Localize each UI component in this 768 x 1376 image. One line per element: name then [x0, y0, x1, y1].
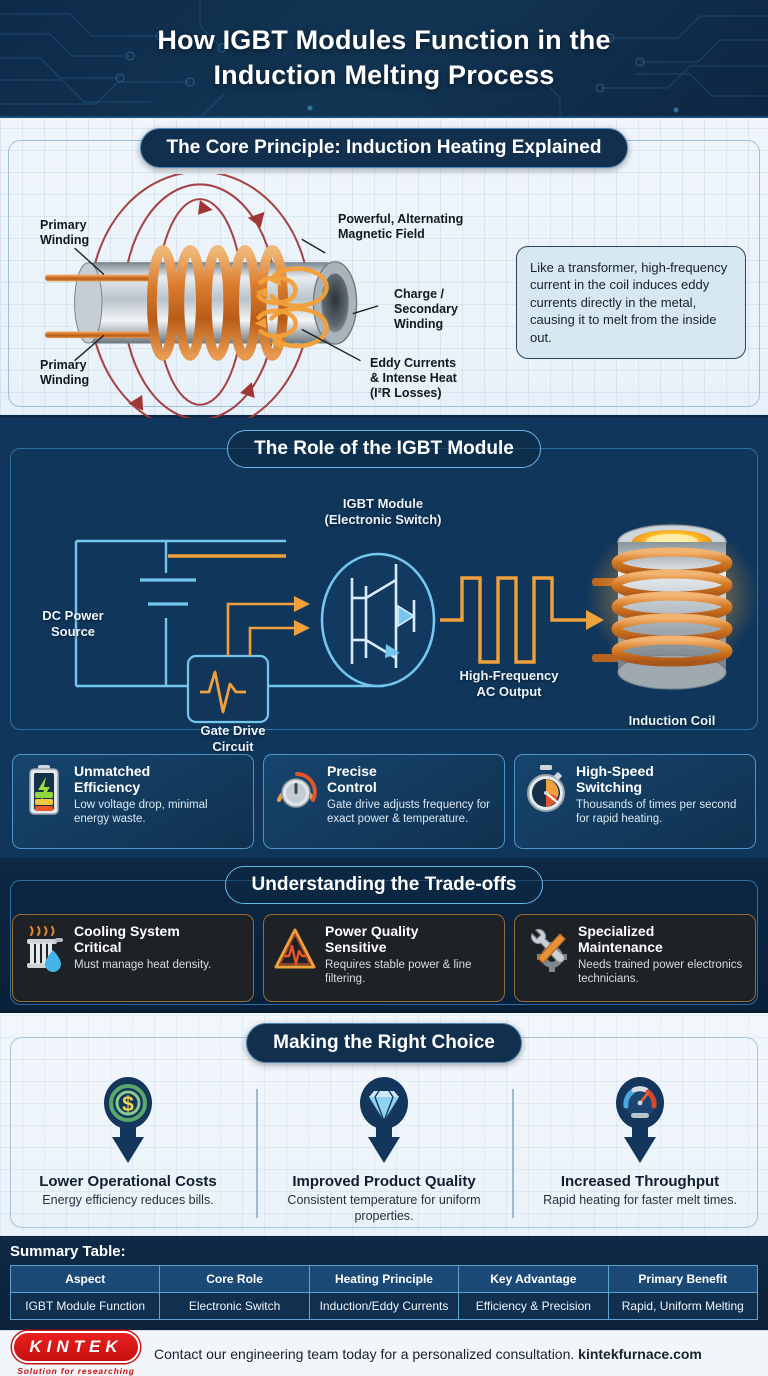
section3-banner: Understanding the Trade-offs — [224, 866, 544, 905]
table-header-cell: Aspect — [9, 1265, 161, 1293]
table-cell: Induction/Eddy Currents — [308, 1292, 460, 1320]
diamond-pin-icon — [264, 1075, 504, 1171]
summary-table: Aspect Core Role Heating Principle Key A… — [9, 1265, 759, 1320]
section-tradeoffs: Understanding the Trade-offs — [0, 858, 768, 1014]
logo-tagline: Solution for researching — [17, 1366, 135, 1376]
radiator-icon — [22, 924, 66, 974]
tradeoff-desc: Needs trained power electronics technici… — [578, 958, 743, 985]
logo-badge: KINTEK — [12, 1331, 140, 1363]
section4-banner: Making the Right Choice — [246, 1023, 522, 1064]
table-cell: Rapid, Uniform Melting — [607, 1292, 759, 1320]
choice-title: Improved Product Quality — [292, 1173, 476, 1191]
label-igbt-module: IGBT Module(Electronic Switch) — [324, 496, 442, 527]
table-header-row: Aspect Core Role Heating Principle Key A… — [9, 1265, 759, 1293]
section-igbt-role: The Role of the IGBT Module — [0, 418, 768, 859]
choice-title: Lower Operational Costs — [39, 1173, 217, 1191]
table-header-cell: Key Advantage — [458, 1265, 609, 1293]
choice-desc: Energy efficiency reduces bills. — [42, 1193, 214, 1208]
table-header-cell: Core Role — [159, 1265, 310, 1293]
tradeoff-desc: Requires stable power & line filtering. — [325, 958, 472, 985]
kintek-logo[interactable]: KINTEK Solution for researching — [12, 1331, 140, 1376]
transformer-callout: Like a transformer, high-frequency curre… — [516, 246, 746, 360]
igbt-circuit-illustration — [74, 520, 758, 724]
induction-heating-illustration — [45, 174, 379, 425]
choice-product-quality[interactable]: Improved Product Quality Consistent temp… — [256, 1075, 512, 1224]
section-summary-table: Summary Table: Aspect Core Role Heating … — [0, 1236, 768, 1330]
section-core-principle: The Core Principle: Induction Heating Ex… — [0, 118, 768, 425]
page-title-line1: How IGBT Modules Function in the — [157, 25, 611, 56]
benefit-desc: Low voltage drop, minimal energy waste. — [74, 798, 208, 825]
choice-list: $ Lower Operational Costs Energy efficie… — [0, 1075, 768, 1224]
section2-banner: The Role of the IGBT Module — [227, 430, 541, 469]
label-eddy-currents: Eddy Currents& Intense Heat(I²R Losses) — [370, 356, 457, 400]
page-footer: KINTEK Solution for researching Contact … — [0, 1330, 768, 1376]
page-title-line2: Induction Melting Process — [213, 60, 555, 91]
choice-title: Increased Throughput — [560, 1173, 720, 1191]
stopwatch-icon — [524, 764, 568, 816]
page-title: How IGBT Modules Function in the Inducti… — [127, 23, 640, 92]
tradeoff-desc: Must manage heat density. — [74, 958, 212, 971]
page-header: How IGBT Modules Function in the Inducti… — [0, 0, 768, 119]
choice-lower-costs[interactable]: $ Lower Operational Costs Energy efficie… — [0, 1075, 256, 1224]
battery-icon — [22, 764, 66, 816]
circuit-pattern-icon — [0, 0, 768, 117]
warning-triangle-icon — [273, 924, 317, 974]
footer-cta-text: Contact our engineering team today for a… — [154, 1345, 579, 1362]
table-cell: IGBT Module Function — [9, 1292, 161, 1320]
footer-cta: Contact our engineering team today for a… — [154, 1346, 702, 1362]
section1-banner: The Core Principle: Induction Heating Ex… — [139, 128, 629, 169]
label-induction-coil: Induction Coil — [628, 713, 716, 729]
dollar-pin-icon: $ — [8, 1075, 248, 1171]
control-knob-icon — [273, 764, 319, 816]
svg-text:$: $ — [122, 1093, 134, 1116]
choice-throughput[interactable]: Increased Throughput Rapid heating for f… — [512, 1075, 768, 1224]
benefit-desc: Gate drive adjusts frequency for exact p… — [327, 798, 490, 825]
summary-table-caption: Summary Table: — [10, 1243, 126, 1260]
table-row: IGBT Module Function Electronic Switch I… — [9, 1292, 759, 1320]
logo-name: KINTEK — [29, 1337, 123, 1356]
section-right-choice: Making the Right Choice $ Lower Operatio… — [0, 1013, 768, 1236]
table-cell: Efficiency & Precision — [458, 1292, 609, 1320]
table-header-cell: Primary Benefit — [607, 1265, 759, 1293]
choice-desc: Consistent temperature for uniform prope… — [287, 1193, 481, 1223]
choice-desc: Rapid heating for faster melt times. — [543, 1193, 737, 1208]
gauge-pin-icon — [520, 1075, 760, 1171]
wrench-gear-icon — [524, 924, 570, 974]
footer-website[interactable]: kintekfurnace.com — [578, 1345, 702, 1362]
benefit-desc: Thousands of times per second for rapid … — [576, 798, 737, 825]
table-header-cell: Heating Principle — [308, 1265, 460, 1293]
table-cell: Electronic Switch — [159, 1292, 310, 1320]
